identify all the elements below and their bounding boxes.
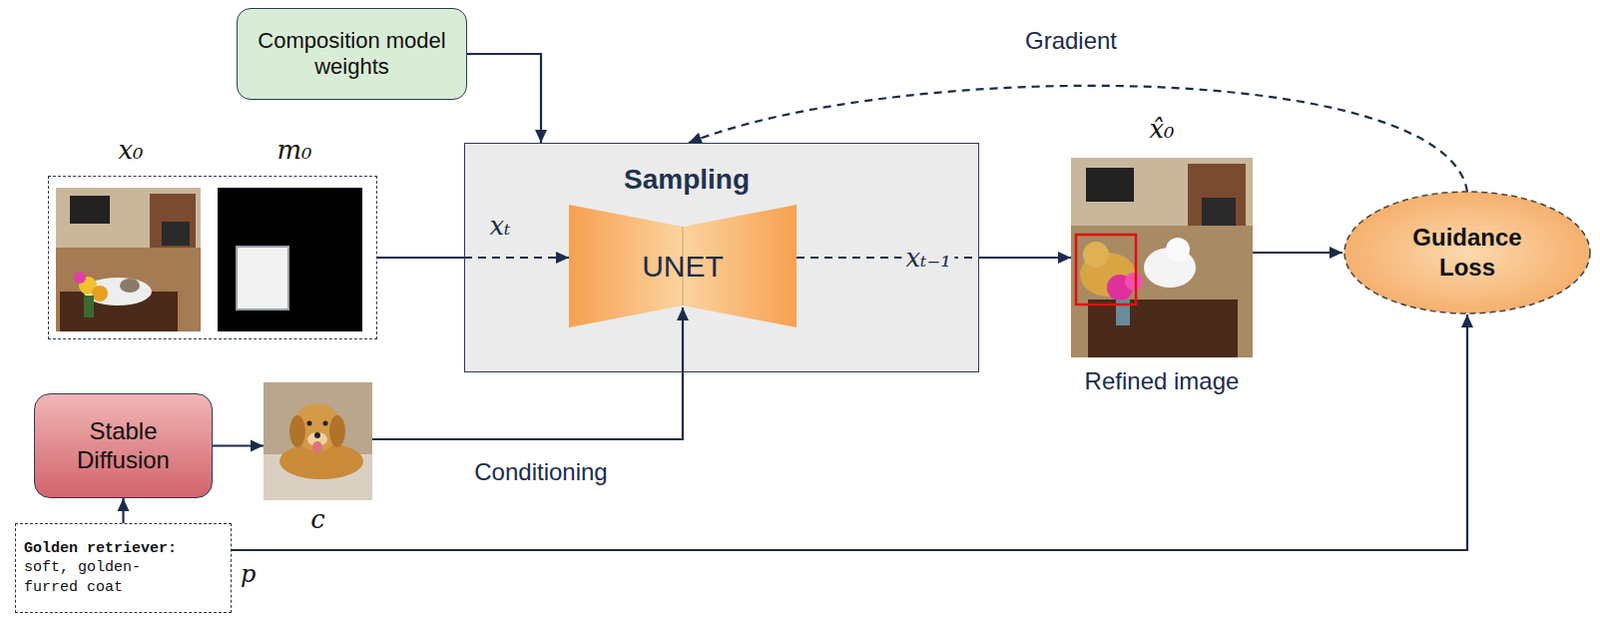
- conditioning-photo: [263, 382, 373, 501]
- node-text: Golden retriever:: [23, 538, 177, 559]
- input-photo-part: [73, 271, 86, 284]
- conditioning-photo-part: [289, 415, 306, 448]
- node-text: Refined image: [1084, 367, 1240, 396]
- conditioning-photo-part: [314, 432, 321, 439]
- input-photo-part: [119, 278, 140, 293]
- input-photo-part: [161, 221, 190, 246]
- edge-label: xₜ: [489, 210, 511, 241]
- diffusion-box: Stable Diffusion: [33, 393, 213, 499]
- conditioning-photo-part: [263, 382, 373, 501]
- connector-line: [372, 307, 683, 440]
- connector: [122, 498, 124, 524]
- unet-fill: [568, 204, 797, 328]
- input-photo-part: [69, 195, 110, 224]
- connector-line: [377, 256, 465, 259]
- panel-fills: [464, 142, 980, 373]
- mask-image: [217, 187, 363, 332]
- refined-photo-part: [1082, 241, 1109, 268]
- refined-photo-part: [1075, 234, 1136, 305]
- weights-box: Composition model weights: [236, 7, 468, 100]
- refined-photo-part: [1085, 167, 1134, 202]
- node-text: Composition model weights: [247, 27, 457, 81]
- refined-image: x̂₀Refined image: [1070, 157, 1253, 358]
- node-text: soft, golden-furred coat: [23, 557, 150, 597]
- refined-photo-part: [1070, 157, 1253, 358]
- connector: [377, 257, 569, 259]
- guidance-ellipse: Guidance Loss: [1342, 189, 1593, 316]
- node-text: x₀: [117, 134, 143, 165]
- refined-photo-part: [1165, 237, 1190, 262]
- ellipse-outline: [1344, 191, 1591, 314]
- connector: [231, 314, 1468, 550]
- input-photo-part: [91, 285, 108, 302]
- connector-line: [212, 444, 264, 447]
- sampling-fill: [464, 142, 980, 373]
- edge-label: Conditioning: [474, 458, 607, 487]
- node-text: UNET: [641, 249, 724, 284]
- mask-image-part: [236, 246, 289, 310]
- mask-image-part: [217, 187, 363, 332]
- refined-photo-part: [1087, 299, 1238, 358]
- connector-line: [688, 85, 1468, 192]
- input-group: x₀m₀: [47, 175, 378, 340]
- edge-label: Gradient: [1025, 26, 1117, 55]
- unet-block: UNET: [568, 204, 797, 328]
- connector: [688, 85, 1468, 192]
- input-photo-part: [55, 247, 201, 332]
- refined-photo-part: [1070, 225, 1253, 358]
- conditioning-image: c: [263, 382, 373, 501]
- connector-line: [1252, 251, 1343, 254]
- conditioning-photo-part: [329, 415, 346, 448]
- edge-label: xₜ₋₁: [901, 242, 955, 273]
- connector-line: [467, 53, 541, 143]
- refined-photo: [1070, 157, 1253, 358]
- connector: [212, 445, 264, 447]
- connector: [1252, 252, 1343, 254]
- refined-photo-part: [1187, 163, 1246, 228]
- input-photo: [55, 187, 201, 332]
- node-text: Sampling: [623, 163, 750, 196]
- node-text: c: [310, 504, 326, 534]
- refined-photo-part: [1124, 272, 1143, 291]
- connector: [467, 53, 541, 143]
- input-photo-part: [55, 187, 201, 332]
- prompt-box: Golden retriever:soft, golden-furred coa…: [14, 523, 232, 613]
- conditioning-photo-part: [312, 441, 323, 454]
- node-text: Guidance Loss: [1402, 222, 1533, 283]
- refined-photo-part: [1201, 197, 1236, 226]
- conditioning-photo-part: [307, 421, 313, 427]
- connector-line: [464, 256, 569, 259]
- ellipse-shape: [1342, 189, 1593, 316]
- node-text: p: [240, 559, 256, 588]
- node-text: Stable Diffusion: [44, 417, 202, 476]
- node-text: m₀: [276, 134, 312, 165]
- connector: [372, 307, 683, 440]
- connector-line: [979, 256, 1071, 259]
- connector-line: [121, 498, 124, 524]
- input-photo-part: [83, 295, 94, 318]
- input-photo-part: [149, 193, 196, 248]
- connector-line: [231, 314, 1468, 550]
- node-text: x̂₀: [1148, 113, 1174, 144]
- conditioning-photo-part: [323, 421, 329, 427]
